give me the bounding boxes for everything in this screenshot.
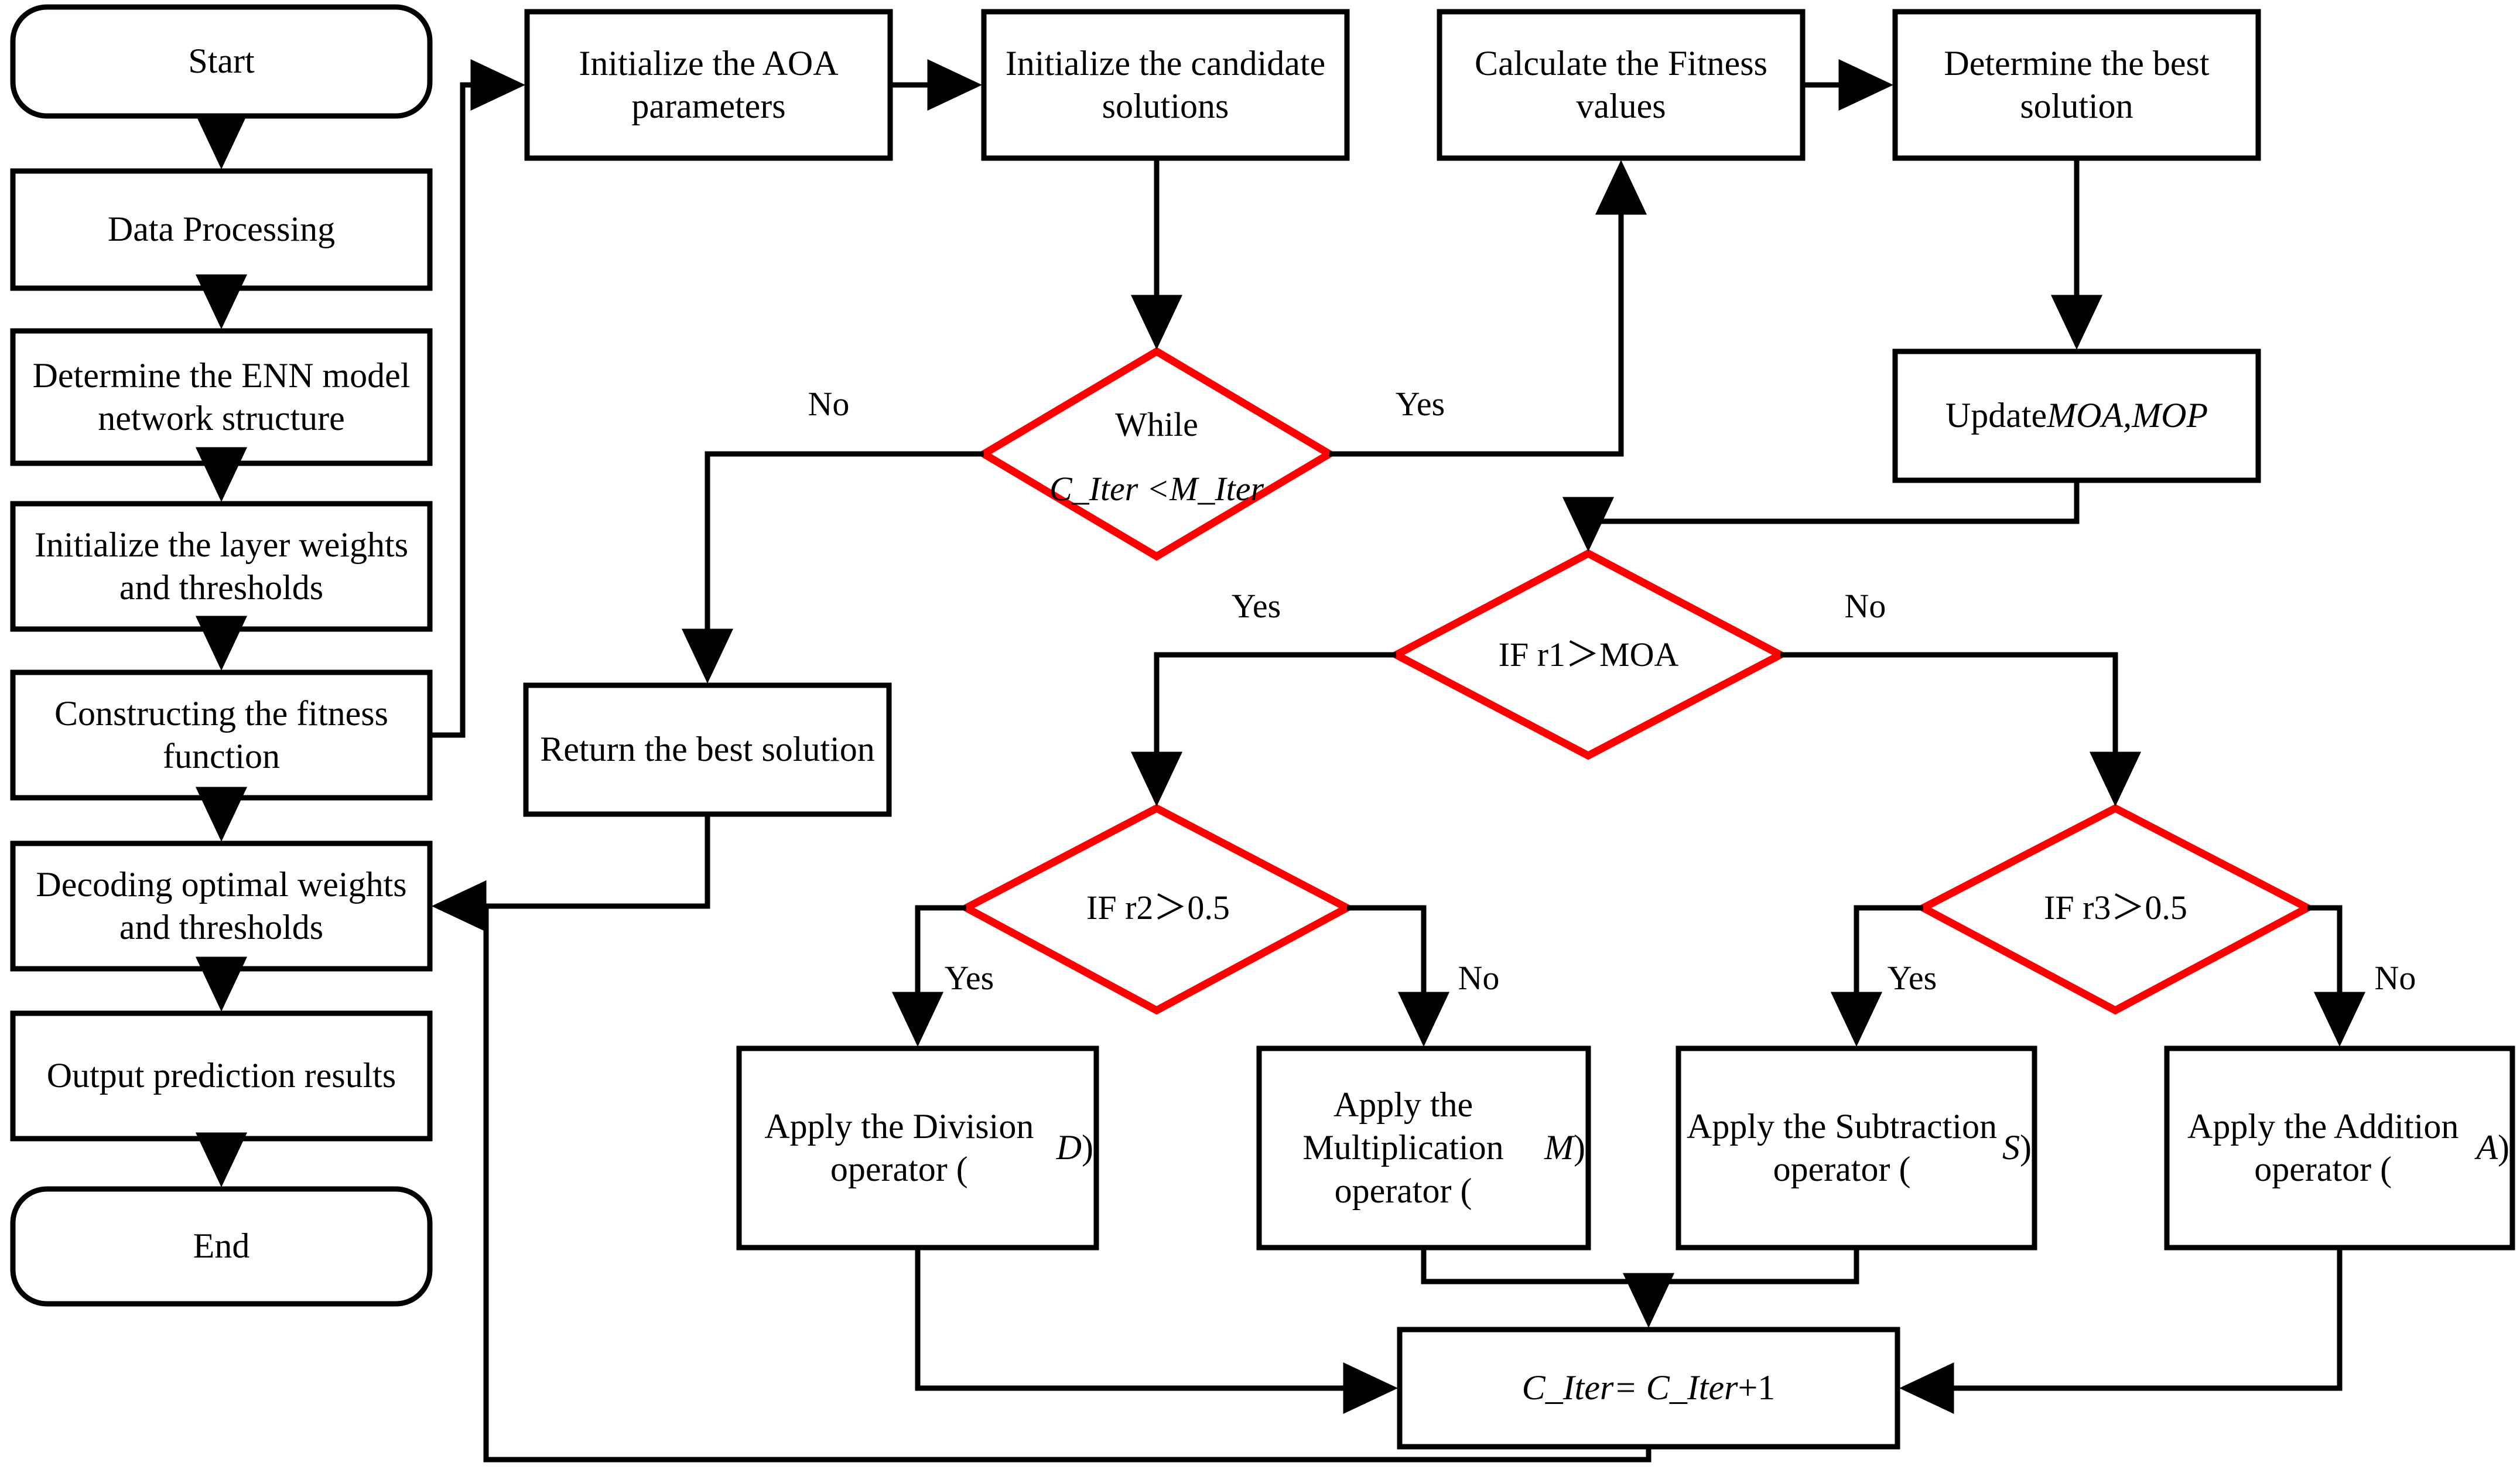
edge-opadd-to-incr — [1899, 1248, 2343, 1414]
node-if-r1-shape — [1388, 549, 1789, 760]
node-enn-struct-shape — [10, 328, 433, 466]
node-op-div-shape — [736, 1046, 1099, 1250]
edge-while-no-to-retbest — [681, 451, 984, 684]
node-calc-fit-shape — [1437, 9, 1806, 161]
edge-while-yes-to-calcfit — [1329, 159, 1647, 457]
node-end-shape — [10, 1186, 433, 1307]
process-node-shapes — [10, 4, 2515, 1450]
node-start-shape — [10, 4, 433, 119]
node-update-moa-shape — [1892, 348, 2261, 483]
node-decode-shape — [10, 840, 433, 972]
node-op-mul-shape — [1256, 1046, 1591, 1250]
node-if-r3-shape — [1915, 804, 2316, 1015]
node-incr-shape — [1397, 1327, 1900, 1450]
edge-opdiv-to-incr — [915, 1248, 1399, 1414]
edge-ifr1-yes-to-ifr2 — [1130, 652, 1396, 807]
node-if-r2-shape — [958, 804, 1355, 1015]
edge-ifr3-no-to-opadd — [2307, 905, 2366, 1047]
node-while-shape — [976, 347, 1337, 561]
node-init-layer-shape — [10, 501, 433, 632]
edge-ifr2-yes-to-opdiv — [891, 905, 966, 1047]
decision-node-shapes — [958, 347, 2316, 1015]
node-data-proc-shape — [10, 168, 433, 291]
node-init-cand-shape — [981, 9, 1350, 161]
edge-ifr2-no-to-opmul — [1347, 905, 1450, 1047]
edge-retbest-to-decode — [431, 814, 710, 932]
edge-fitness-to-initaoa — [430, 59, 526, 738]
node-op-sub-shape — [1676, 1046, 2037, 1250]
node-op-add-shape — [2164, 1046, 2515, 1250]
node-fitness-fn-shape — [10, 669, 433, 801]
node-det-best-shape — [1892, 9, 2261, 161]
flow-edges — [195, 59, 2366, 1463]
edge-opsub-to-incr — [1649, 1248, 1859, 1284]
edge-updatemoa-to-ifr1 — [1562, 480, 2080, 552]
node-ret-best-shape — [523, 682, 892, 817]
edge-ifr3-yes-to-opsub — [1830, 905, 1923, 1047]
node-init-aoa-shape — [524, 9, 893, 161]
edge-ifr1-no-to-ifr3 — [1780, 652, 2142, 807]
edge-opmul-to-incr — [1421, 1248, 1675, 1328]
node-output-shape — [10, 1010, 433, 1142]
